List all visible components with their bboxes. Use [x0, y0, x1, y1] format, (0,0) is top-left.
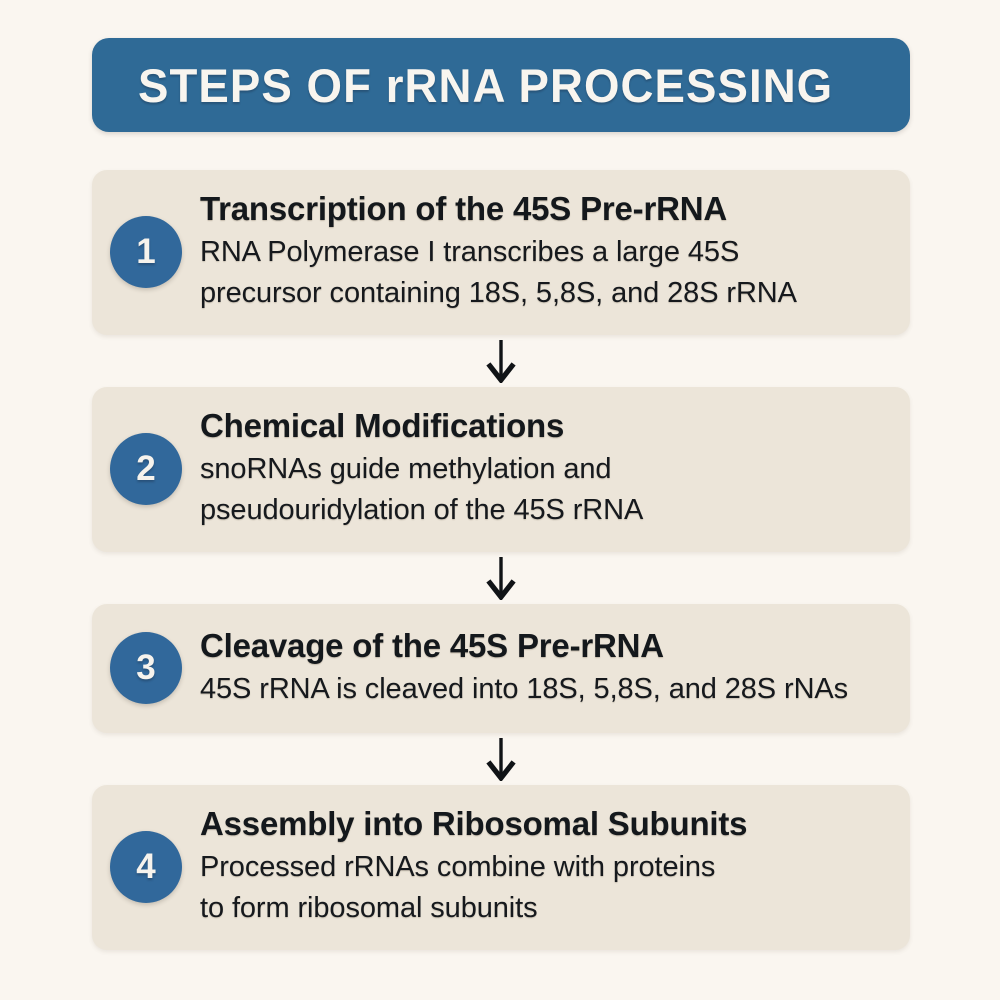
step-content-2: Chemical Modifications snoRNAs guide met… [200, 405, 890, 531]
step-heading-4: Assembly into Ribosomal Subunits [200, 805, 748, 843]
step-content-4: Assembly into Ribosomal Subunits Process… [200, 803, 890, 929]
step-heading-2: Chemical Modifications [200, 407, 565, 445]
step-description-2: snoRNAs guide methylation and pseudourid… [200, 449, 890, 531]
step-content-1: Transcription of the 45S Pre-rRNA RNA Po… [200, 188, 890, 314]
step-description-line: Processed rRNAs combine with proteins [200, 851, 716, 884]
step-description-line: snoRNAs guide methylation and [200, 453, 612, 486]
step-number-badge-2: 2 [110, 432, 182, 505]
step-heading-1: Transcription of the 45S Pre-rRNA [200, 190, 728, 228]
arrow-down-icon [486, 737, 516, 781]
step-description-3: 45S rRNA is cleaved into 18S, 5,8S, and … [200, 669, 890, 710]
step-card-2: 2 Chemical Modifications snoRNAs guide m… [92, 387, 910, 552]
connector-1-to-2 [92, 335, 910, 387]
step-description-1: RNA Polymerase I transcribes a large 45S… [200, 232, 890, 314]
step-card-3: 3 Cleavage of the 45S Pre-rRNA 45S rRNA … [92, 604, 910, 733]
step-description-line: pseudouridylation of the 45S rRNA [200, 494, 644, 527]
step-card-4: 4 Assembly into Ribosomal Subunits Proce… [92, 785, 910, 950]
step-description-line: to form ribosomal subunits [200, 892, 538, 925]
step-number-badge-4: 4 [110, 830, 182, 903]
connector-2-to-3 [92, 552, 910, 604]
step-card-1: 1 Transcription of the 45S Pre-rRNA RNA … [92, 170, 910, 335]
step-description-line: precursor containing 18S, 5,8S, and 28S … [200, 277, 797, 310]
step-heading-3: Cleavage of the 45S Pre-rRNA [200, 626, 664, 664]
page-title: STEPS OF rRNA PROCESSING [138, 58, 834, 112]
arrow-down-icon [486, 556, 516, 600]
step-description-line: RNA Polymerase I transcribes a large 45S [200, 236, 740, 269]
connector-3-to-4 [92, 733, 910, 785]
step-number-badge-3: 3 [110, 631, 182, 704]
step-content-3: Cleavage of the 45S Pre-rRNA 45S rRNA is… [200, 625, 890, 710]
step-description-line: 45S rRNA is cleaved into 18S, 5,8S, and … [200, 672, 849, 705]
step-description-4: Processed rRNAs combine with proteins to… [200, 847, 890, 929]
steps-list: 1 Transcription of the 45S Pre-rRNA RNA … [92, 170, 910, 950]
step-number-badge-1: 1 [110, 215, 182, 288]
arrow-down-icon [486, 339, 516, 383]
title-banner: STEPS OF rRNA PROCESSING [92, 38, 910, 132]
